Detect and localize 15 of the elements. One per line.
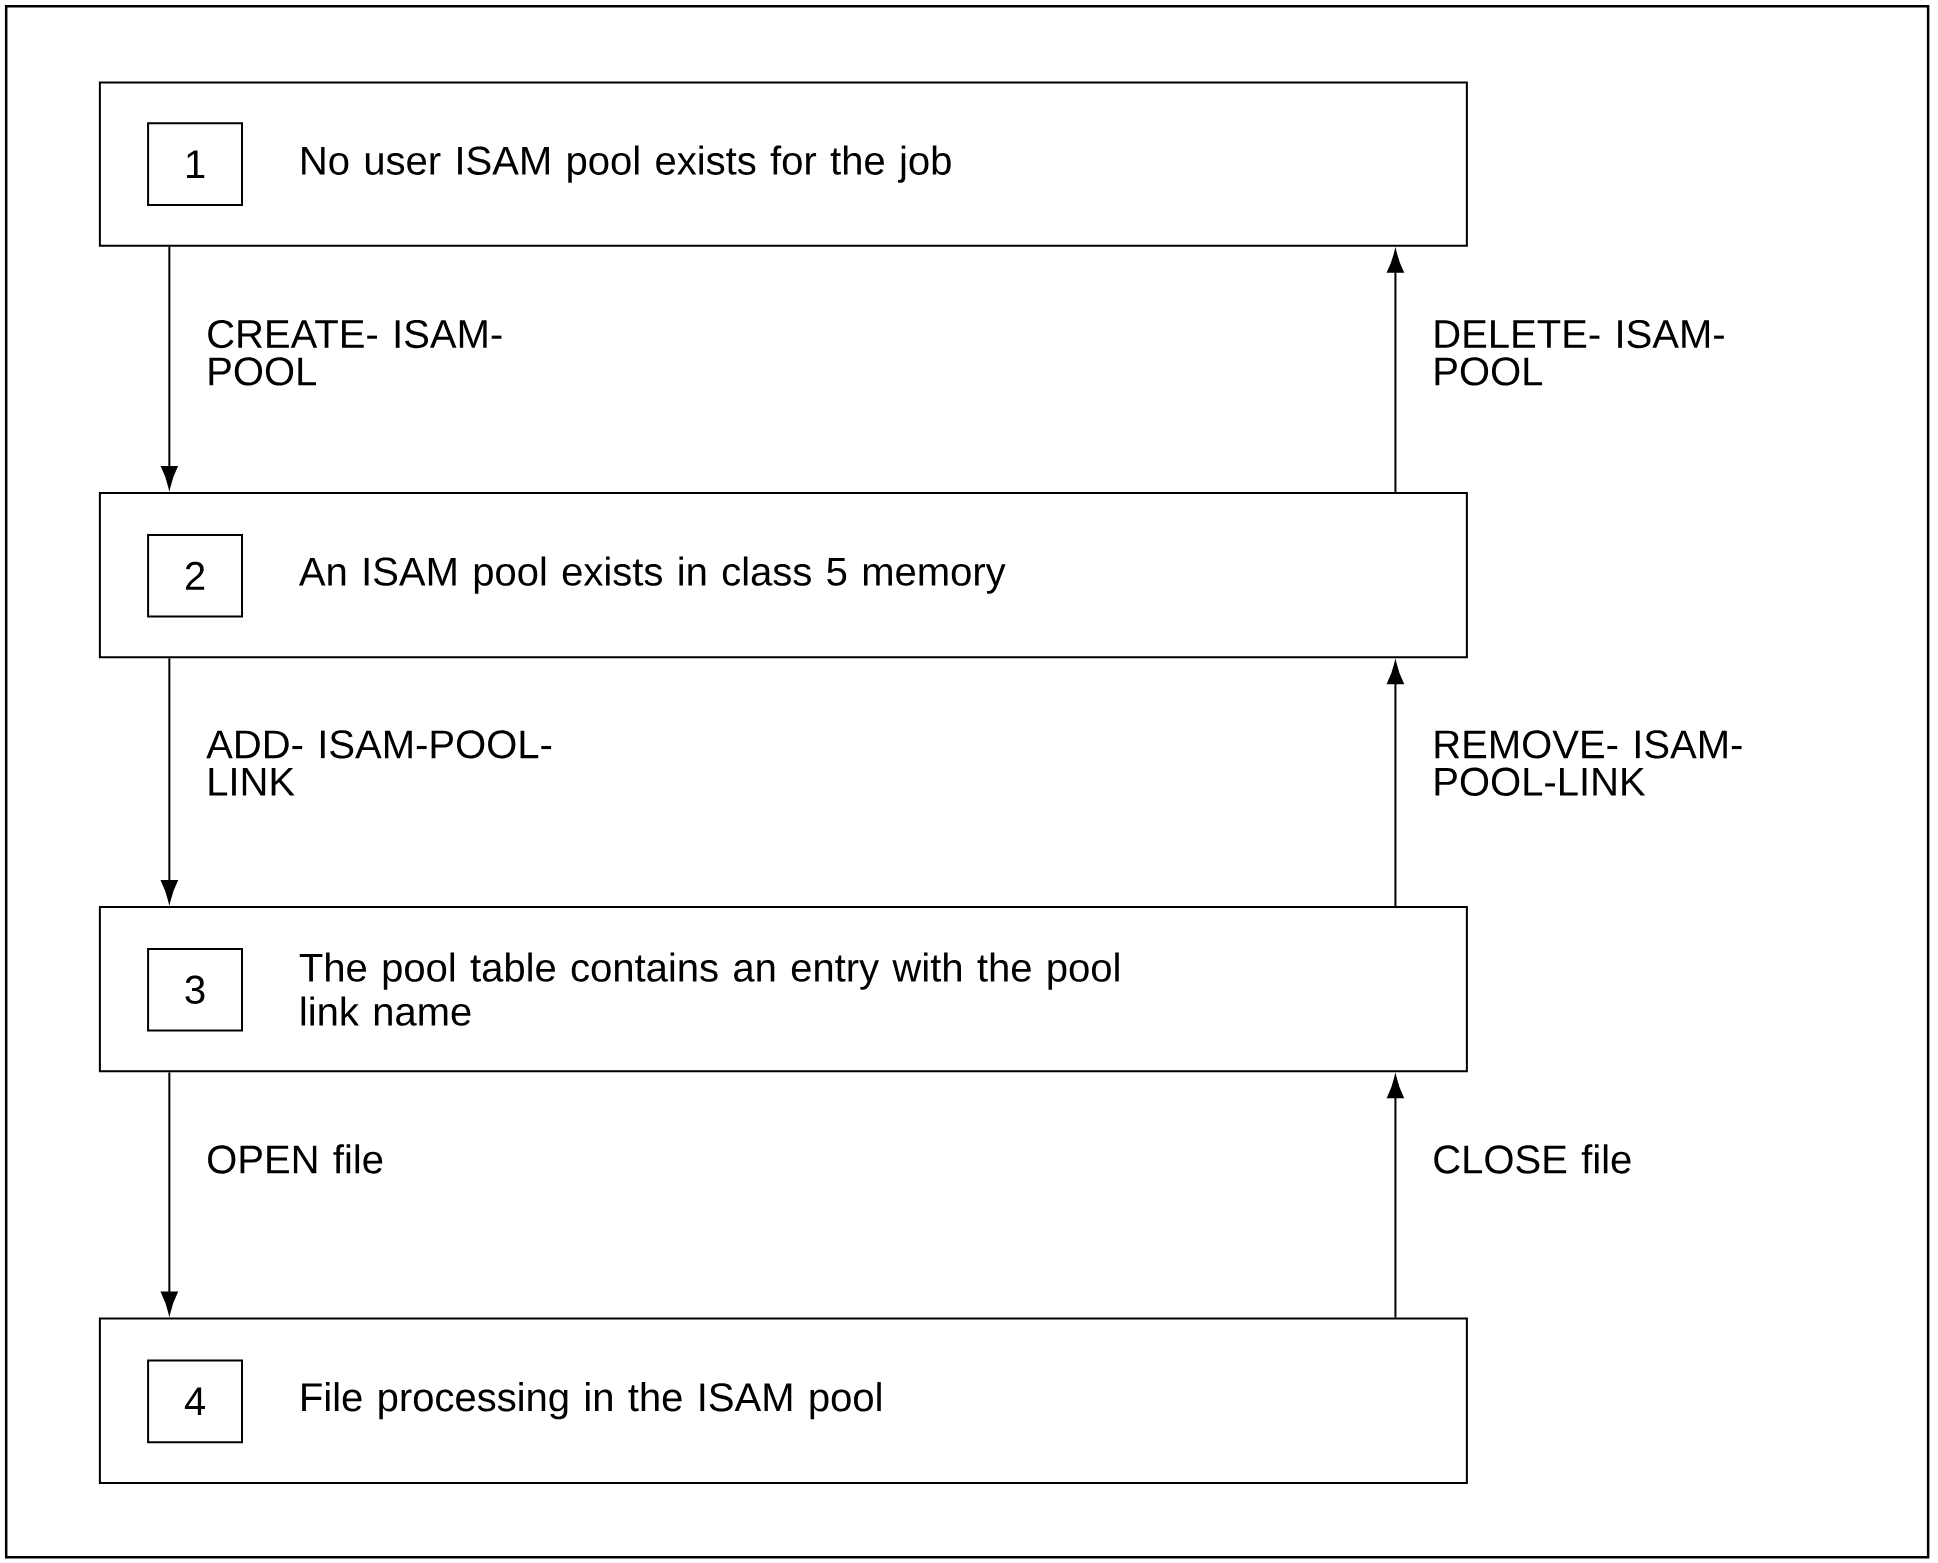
edge-label: DELETE- ISAM-POOL xyxy=(1435,319,1724,386)
number-box: 4 xyxy=(147,1359,243,1444)
number-box: 1 xyxy=(147,122,243,206)
arrow xyxy=(1387,661,1404,907)
arrow xyxy=(161,657,178,903)
edge-label: OPEN file xyxy=(208,1144,383,1174)
edge-label: REMOVE- ISAM-POOL-LINK xyxy=(1435,730,1742,796)
number-box: 3 xyxy=(147,948,243,1032)
edge-label: CLOSE file xyxy=(1434,1144,1631,1174)
arrow xyxy=(161,1071,178,1315)
arrow xyxy=(161,245,178,489)
edge-label: CREATE- ISAM-POOL xyxy=(208,319,502,386)
arrow xyxy=(1387,1075,1404,1319)
number-box: 2 xyxy=(147,533,243,618)
edge-label: ADD- ISAM-POOL-LINK xyxy=(206,730,552,796)
